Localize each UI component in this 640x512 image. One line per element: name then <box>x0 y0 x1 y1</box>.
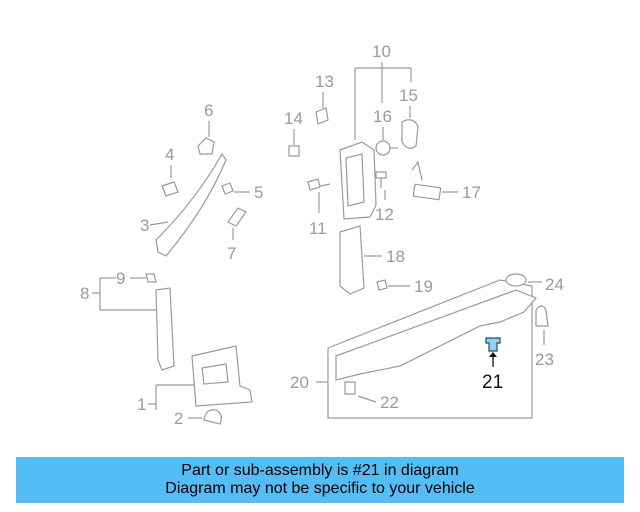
part-12: 12 <box>375 171 394 224</box>
part-8 <box>155 287 175 371</box>
callout-7: 7 <box>227 244 236 263</box>
part-21-clip <box>485 337 501 352</box>
part-2: 2 <box>174 409 222 428</box>
caption-line-2: Diagram may not be specific to your vehi… <box>165 480 475 497</box>
part-6: 6 <box>197 101 215 155</box>
callout-15: 15 <box>399 86 418 105</box>
callout-16: 16 <box>373 107 392 126</box>
callout-21: 21 <box>482 372 503 393</box>
callout-13: 13 <box>315 72 334 91</box>
callout-5: 5 <box>254 183 263 202</box>
caption-line-1: Part or sub-assembly is #21 in diagram <box>181 462 459 479</box>
callout-1: 1 <box>137 395 146 414</box>
callout-23: 23 <box>535 350 554 369</box>
part-18: 18 <box>339 225 405 295</box>
part-16: 16 <box>373 107 398 156</box>
callout-8-9-group: 8 9 <box>80 269 157 311</box>
callout-6: 6 <box>204 101 213 120</box>
parts-diagram: 10 13 14 15 16 17 <box>80 42 564 428</box>
part-4: 4 <box>161 145 179 197</box>
callout-20: 20 <box>290 373 309 392</box>
callout-10-group: 10 <box>354 42 412 140</box>
callout-17: 17 <box>462 183 481 202</box>
part-20: 20 <box>290 279 538 419</box>
part-14: 14 <box>284 109 303 157</box>
callout-10: 10 <box>372 42 391 61</box>
part-15: 15 <box>399 86 419 149</box>
callout-4: 4 <box>165 145 174 164</box>
callout-2: 2 <box>174 409 183 428</box>
callout-24: 24 <box>545 275 564 294</box>
callout-9: 9 <box>116 269 125 288</box>
part-24: 24 <box>505 273 564 294</box>
callout-12: 12 <box>375 205 394 224</box>
part-1: 1 <box>137 345 253 414</box>
part-23: 23 <box>535 305 554 369</box>
part-7: 7 <box>227 207 247 263</box>
b-pillar-upper-trim <box>339 141 377 220</box>
part-19: 19 <box>376 277 433 296</box>
part-11: 11 <box>307 178 331 238</box>
part-21-highlighted: 21 <box>482 337 503 393</box>
callout-19: 19 <box>414 277 433 296</box>
callout-3: 3 <box>140 216 149 235</box>
part-17: 17 <box>411 160 481 202</box>
part-13: 13 <box>315 72 334 125</box>
caption-banner: Part or sub-assembly is #21 in diagram D… <box>16 457 624 503</box>
callout-14: 14 <box>284 109 303 128</box>
part-5: 5 <box>221 182 263 202</box>
callout-8: 8 <box>80 284 89 303</box>
callout-18: 18 <box>386 247 405 266</box>
callout-11: 11 <box>309 219 327 238</box>
callout-22: 22 <box>380 393 399 412</box>
part-3: 3 <box>140 152 227 257</box>
part-22: 22 <box>344 381 399 412</box>
